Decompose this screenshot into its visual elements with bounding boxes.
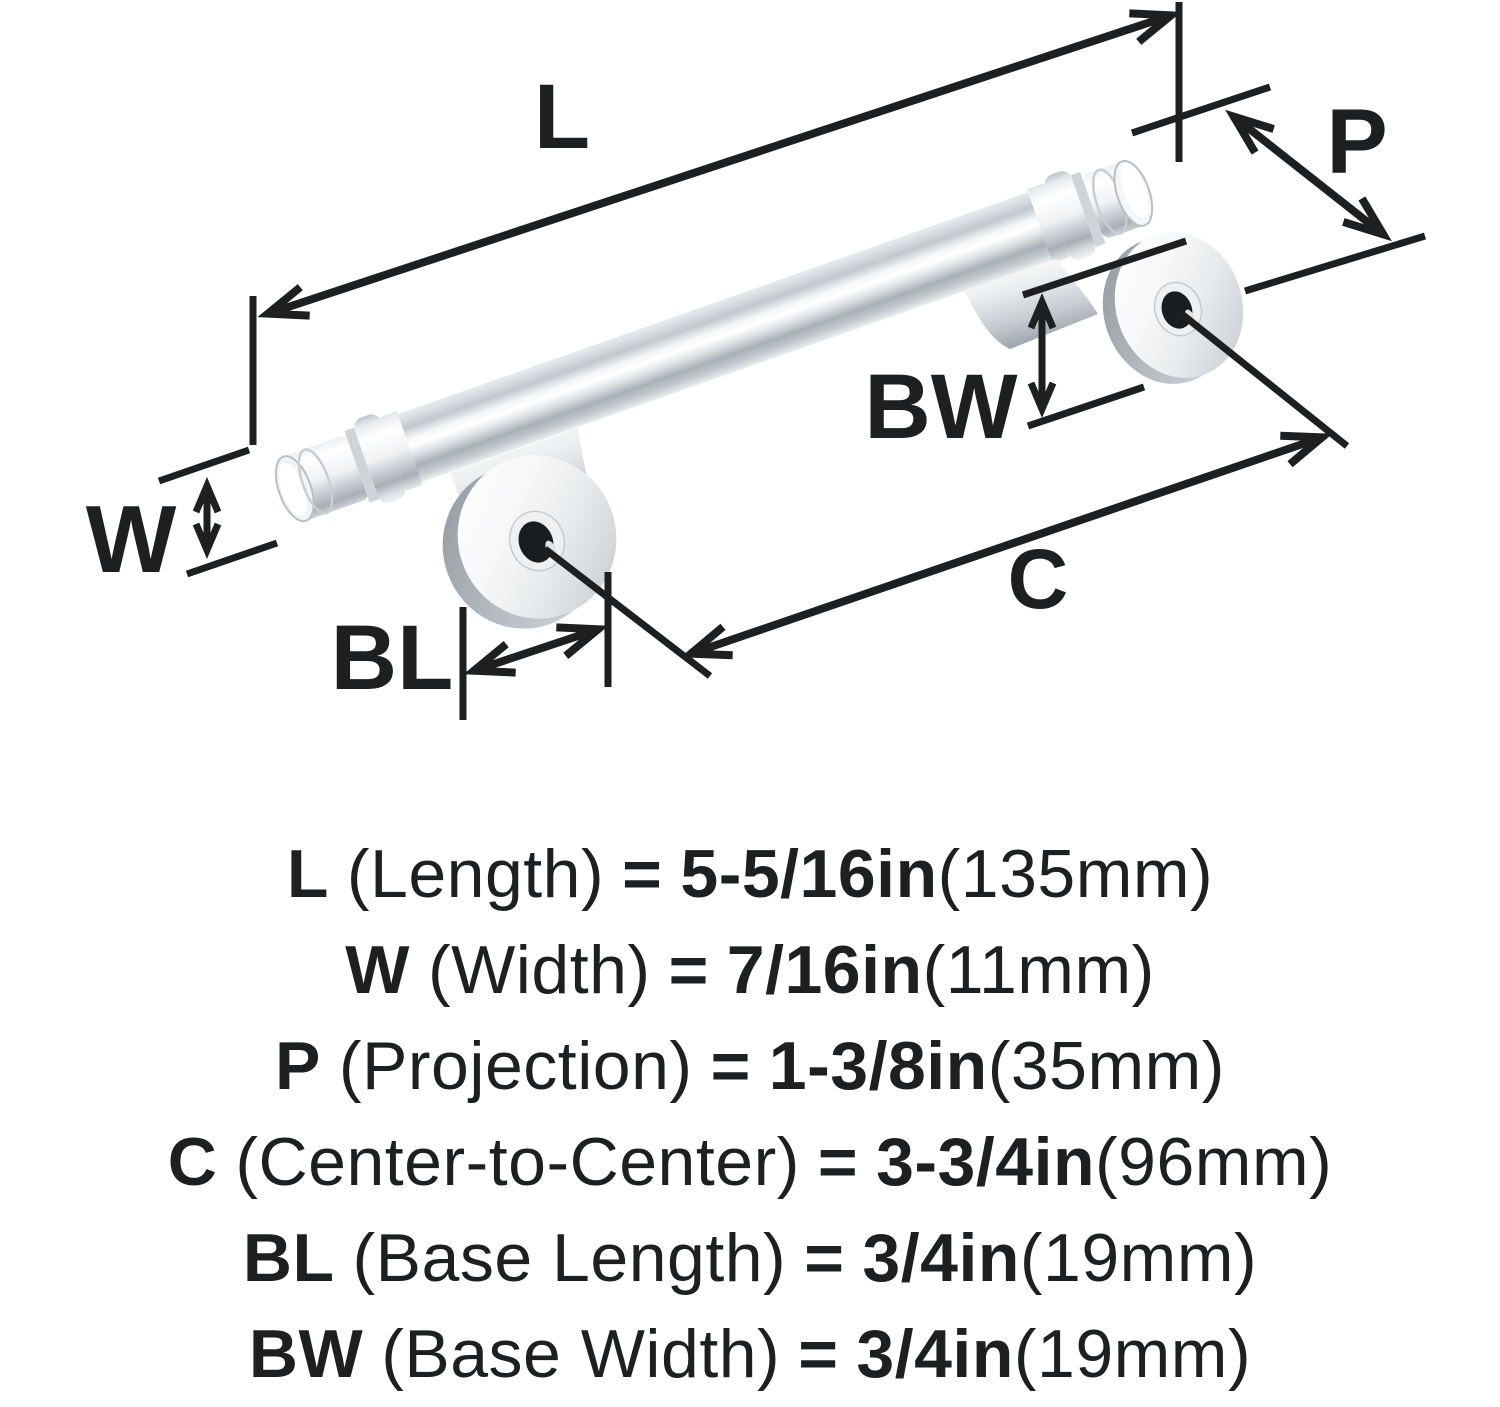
spec-symbol: BW — [248, 1316, 364, 1392]
spec-value-imperial: 1-3/8in — [768, 1028, 988, 1104]
spec-value-imperial: 3-3/4in — [876, 1124, 1096, 1200]
handle-bar — [384, 187, 1066, 487]
spec-name: (Base Width) — [381, 1316, 781, 1392]
dim-P-witness-bottom — [1243, 232, 1427, 295]
equals-sign: = — [710, 1028, 751, 1104]
left-cap-face-highlight — [278, 462, 307, 516]
dim-W-witness-top — [157, 446, 251, 485]
dimension-diagram: L P W BW C BL — [86, 0, 1427, 720]
equals-sign: = — [804, 1220, 845, 1296]
handle-bar-group — [274, 159, 1154, 523]
spec-symbol: L — [286, 836, 329, 912]
dim-P-witness-top — [1130, 83, 1272, 137]
spec-row-width: W(Width)=7/16in(11mm) — [0, 922, 1500, 1018]
dim-W — [157, 446, 279, 578]
right-neck — [1026, 183, 1070, 264]
equals-sign: = — [817, 1124, 859, 1200]
handle-drawing: L P W BW C BL — [86, 0, 1427, 720]
spec-row-center-to-center: C(Center-to-Center)=3-3/4in(96mm) — [0, 1114, 1500, 1210]
dim-BL-line — [471, 625, 601, 675]
spec-row-base-length: BL(Base Length)=3/4in(19mm) — [0, 1210, 1500, 1306]
spec-name: (Center-to-Center) — [235, 1124, 800, 1200]
equals-sign: = — [798, 1316, 839, 1392]
right-collar-ring — [1044, 171, 1096, 260]
dim-label-P: P — [1326, 91, 1387, 193]
spec-value-imperial: 3/4in — [856, 1316, 1014, 1392]
spec-value-metric: (35mm) — [987, 1028, 1225, 1104]
dim-C-leader-right — [1175, 308, 1350, 449]
spec-symbol: P — [275, 1028, 321, 1104]
spec-value-metric: (11mm) — [922, 932, 1155, 1008]
dim-BW-witness-top — [1021, 237, 1188, 299]
equals-sign: = — [668, 932, 709, 1008]
dim-BW-witness-bottom — [1026, 383, 1146, 430]
spec-value-imperial: 7/16in — [726, 932, 923, 1008]
spec-row-base-width: BW(Base Width)=3/4in(19mm) — [0, 1306, 1500, 1402]
dim-C-leader-left — [542, 546, 713, 679]
spec-name: (Projection) — [338, 1028, 693, 1104]
spec-value-imperial: 3/4in — [862, 1220, 1020, 1296]
spec-symbol: W — [345, 932, 410, 1008]
left-base — [442, 455, 617, 629]
spec-list: L(Length)=5-5/16in(135mm) W(Width)=7/16i… — [0, 826, 1500, 1402]
spec-value-imperial: 5-5/16in — [680, 836, 938, 912]
spec-name: (Width) — [427, 932, 651, 1008]
dim-label-L: L — [534, 66, 590, 168]
spec-value-metric: (135mm) — [937, 836, 1214, 912]
right-cap-groove — [1070, 171, 1106, 247]
dim-BW — [1021, 237, 1188, 430]
spec-value-metric: (96mm) — [1095, 1124, 1333, 1200]
dim-label-C: C — [1008, 532, 1069, 626]
spec-value-metric: (19mm) — [1013, 1316, 1252, 1392]
left-collar-ring — [354, 414, 406, 504]
dim-label-BW: BW — [864, 356, 1017, 458]
dim-C-line — [688, 433, 1325, 658]
spec-row-projection: P(Projection)=1-3/8in(35mm) — [0, 1018, 1500, 1114]
spec-symbol: C — [167, 1124, 218, 1200]
spec-value-metric: (19mm) — [1019, 1220, 1258, 1296]
left-cap-ring-line — [297, 448, 334, 515]
dim-BL — [459, 572, 612, 720]
equals-sign: = — [622, 836, 663, 912]
dim-C — [542, 308, 1350, 679]
spec-name: (Base Length) — [352, 1220, 787, 1296]
spec-row-length: L(Length)=5-5/16in(135mm) — [0, 826, 1500, 922]
dim-label-BL: BL — [331, 607, 454, 709]
dim-L-line — [265, 11, 1174, 318]
dim-label-W: W — [86, 486, 177, 593]
left-neck — [379, 411, 423, 491]
left-cap-groove — [344, 427, 380, 503]
spec-symbol: BL — [242, 1220, 335, 1296]
right-cap-face-highlight — [1120, 164, 1149, 218]
dim-W-witness-bottom — [185, 539, 279, 578]
dim-P — [1130, 83, 1427, 295]
dim-P-line — [1230, 112, 1387, 239]
dim-L — [249, 2, 1183, 445]
spec-name: (Length) — [346, 836, 605, 912]
